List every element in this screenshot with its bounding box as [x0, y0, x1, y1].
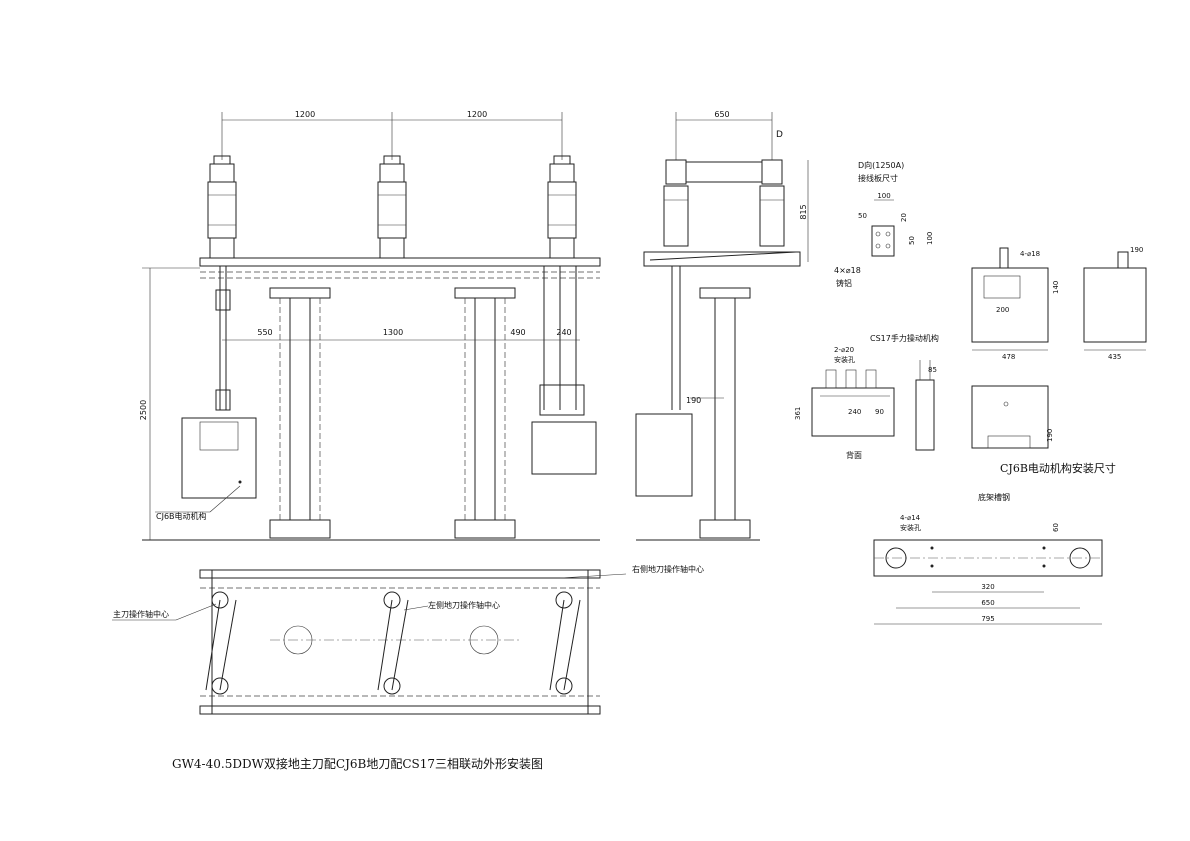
insulator-column-left [207, 155, 237, 259]
cj6b-dim-holes: 4-⌀18 [1020, 250, 1040, 258]
dim-height-2500: 2500 [139, 400, 148, 420]
support-pedestal-left [269, 287, 331, 539]
plate-dim-50: 50 [858, 212, 867, 220]
dim-span-right: 1200 [467, 110, 487, 119]
cj6b-box-side [635, 413, 693, 497]
cs17-dim-85: 85 [928, 366, 937, 374]
plate-dim-100: 100 [877, 192, 890, 200]
base-channel-holes: 4-⌀14 [900, 514, 921, 522]
dim-side-190: 190 [686, 396, 701, 405]
plate-dim-50b: 50 [908, 236, 916, 245]
label-main-shaft-center: 主刀操作轴中心 [113, 609, 169, 619]
cj6b-detail: 4-⌀18 140 200 478 190 435 190 CJ6B电动机构安装… [971, 246, 1147, 475]
dim-side-650: 650 [714, 110, 729, 119]
plate-title-line2: 接线板尺寸 [858, 173, 898, 183]
dim-side-815: 815 [799, 204, 808, 219]
dim-span-left: 1200 [295, 110, 315, 119]
cs17-holes: 2-⌀20 [834, 346, 854, 354]
base-dim-795: 795 [981, 615, 994, 623]
cj6b-dim-200: 200 [996, 306, 1009, 314]
side-view: 650 D 815 190 [635, 110, 809, 541]
cs17-dim-361: 361 [794, 407, 802, 420]
cj6b-dim-435: 435 [1108, 353, 1121, 361]
cj6b-dim-478: 478 [1002, 353, 1015, 361]
support-pedestal-right [454, 287, 516, 539]
front-view: 1200 1200 [139, 110, 601, 541]
dim-lower-1300: 1300 [383, 328, 403, 337]
plate-title-line1: D向(1250A) [858, 160, 904, 170]
base-channel-detail: 底架槽钢 4-⌀14 安装孔 60 320 650 795 [873, 492, 1103, 625]
cj6b-box-front [181, 417, 257, 499]
dim-lower-490: 490 [510, 328, 525, 337]
plate-detail: D向(1250A) 接线板尺寸 100 50 20 50 100 4×⌀18 铸… [834, 160, 934, 288]
plate-material: 铸铝 [836, 278, 852, 288]
insulator-column-right [547, 155, 577, 259]
cj6b-dim-190b: 190 [1046, 429, 1054, 442]
label-left-earth-shaft-center: 左侧地刀操作轴中心 [428, 600, 500, 610]
label-right-earth-shaft-center: 右侧地刀操作轴中心 [632, 564, 704, 574]
base-channel-title: 底架槽钢 [978, 492, 1010, 502]
view-direction-d: D [776, 130, 783, 140]
cj6b-dim-140: 140 [1052, 281, 1060, 294]
plan-view: 主刀操作轴中心 左侧地刀操作轴中心 右侧地刀操作轴中心 [112, 564, 704, 715]
cs17-title: CS17手力操动机构 [870, 333, 939, 343]
plate-holes: 4×⌀18 [834, 266, 861, 275]
label-cj6b-mechanism: CJ6B电动机构 [156, 511, 207, 521]
base-dim-60: 60 [1052, 523, 1060, 532]
cs17-dim-240: 240 [848, 408, 861, 416]
dim-lower-240: 240 [556, 328, 571, 337]
cs17-detail: CS17手力操动机构 2-⌀20 安装孔 361 240 90 背面 85 [794, 333, 939, 460]
base-dim-320: 320 [981, 583, 994, 591]
cs17-back-label: 背面 [846, 450, 862, 460]
cs17-dim-90: 90 [875, 408, 884, 416]
plate-dim-100h: 100 [926, 232, 934, 245]
insulator-column-middle [377, 155, 407, 259]
drawing-title: GW4-40.5DDW双接地主刀配CJ6B地刀配CS17三相联动外形安装图 [172, 756, 543, 771]
cs17-box-front [531, 421, 597, 475]
cs17-holes-note: 安装孔 [834, 355, 855, 364]
base-channel-holes-note: 安装孔 [900, 523, 921, 532]
cj6b-caption: CJ6B电动机构安装尺寸 [1000, 461, 1116, 475]
cj6b-dim-190: 190 [1130, 246, 1143, 254]
plate-dim-20: 20 [900, 213, 908, 222]
dim-lower-550: 550 [257, 328, 272, 337]
base-dim-650: 650 [981, 599, 994, 607]
